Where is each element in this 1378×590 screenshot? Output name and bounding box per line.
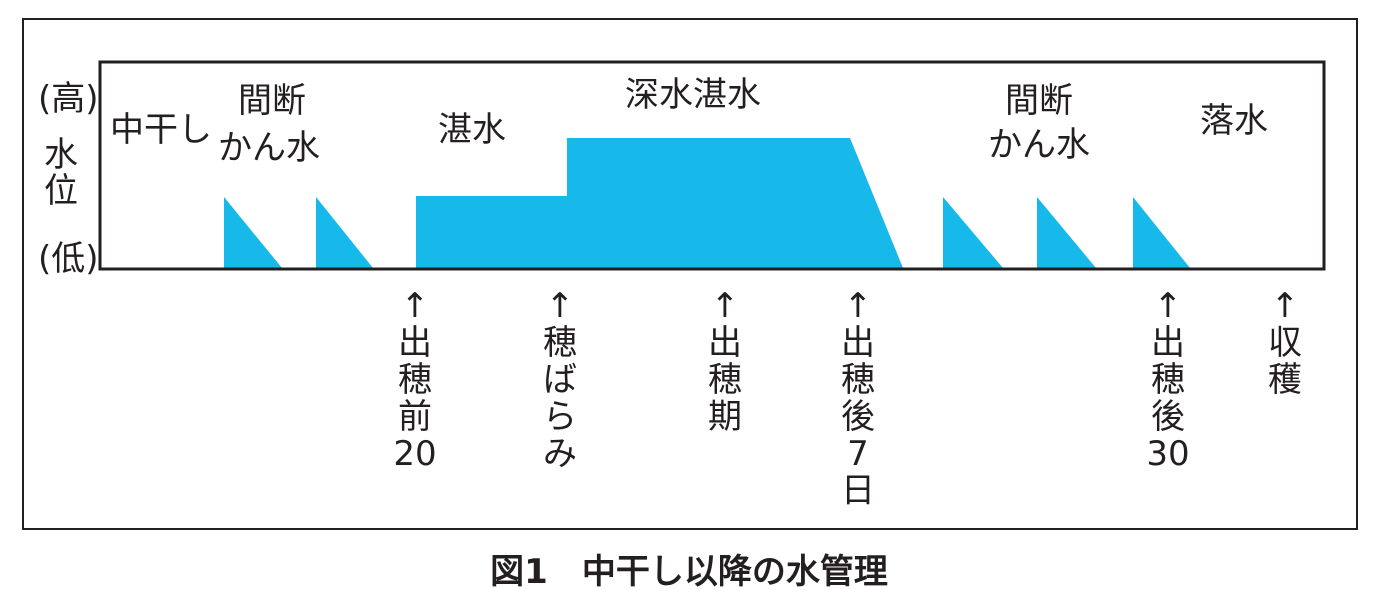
- marker-booting: ↑穂ばらみ: [530, 288, 590, 473]
- marker-char: 穂: [841, 360, 875, 400]
- y-label-high: (高): [38, 79, 99, 119]
- marker-char: 後: [1151, 397, 1185, 437]
- marker-char: 後: [841, 397, 875, 437]
- marker-char: 出: [398, 323, 432, 363]
- up-arrow-icon: ↑: [1270, 286, 1300, 326]
- up-arrow-icon: ↑: [545, 286, 575, 326]
- phase-flooding: 湛水: [438, 110, 506, 150]
- y-label-water: 水: [44, 135, 78, 175]
- water-pulse-2: [316, 197, 373, 268]
- marker-char: 出: [1151, 323, 1185, 363]
- up-arrow-icon: ↑: [710, 286, 740, 326]
- marker-char: ば: [543, 360, 577, 400]
- up-arrow-icon: ↑: [1153, 286, 1183, 326]
- y-label-low: (低): [38, 239, 99, 279]
- marker-char: み: [543, 434, 577, 474]
- phase-intermittent-1b: かん水: [218, 128, 320, 168]
- phase-deep-flooding: 深水湛水: [625, 75, 761, 115]
- marker-char: 穂: [1151, 360, 1185, 400]
- phase-intermittent-2a: 間断: [1005, 81, 1073, 121]
- phase-intermittent-2b: かん水: [988, 125, 1090, 165]
- marker-harvest: ↑収穫: [1255, 288, 1315, 399]
- water-pulse-3: [943, 197, 1003, 268]
- marker-char: 出: [841, 323, 875, 363]
- water-pulse-5: [1133, 197, 1190, 268]
- up-arrow-icon: ↑: [843, 286, 873, 326]
- chart-box: [98, 60, 1326, 271]
- marker-char: 穫: [1268, 360, 1302, 400]
- phase-drainage: 落水: [1200, 101, 1268, 141]
- marker-char: 出: [708, 323, 742, 363]
- marker-heading: ↑出穂期: [695, 288, 755, 436]
- marker-char: 前: [398, 397, 432, 437]
- marker-char: 穂: [708, 360, 742, 400]
- phase-intermittent-1a: 間断: [238, 81, 306, 121]
- marker-char: 収: [1268, 323, 1302, 363]
- up-arrow-icon: ↑: [400, 286, 430, 326]
- marker-char: 穂: [543, 323, 577, 363]
- marker-char: ら: [543, 397, 577, 437]
- figure-caption: 図1 中干し以降の水管理: [490, 552, 888, 590]
- marker-char: 7: [847, 434, 869, 474]
- marker-char: 期: [708, 397, 742, 437]
- y-label-level: 位: [44, 171, 78, 211]
- flooding-area: [416, 138, 903, 268]
- marker-char: 日: [841, 471, 875, 511]
- water-pulse-4: [1037, 197, 1096, 268]
- marker-char: 20: [393, 434, 437, 474]
- marker-char: 30: [1146, 434, 1190, 474]
- phase-nakaboshi: 中干し: [110, 110, 212, 150]
- outer-frame: [22, 18, 1358, 530]
- marker-char: 穂: [398, 360, 432, 400]
- water-pulse-1: [224, 197, 282, 268]
